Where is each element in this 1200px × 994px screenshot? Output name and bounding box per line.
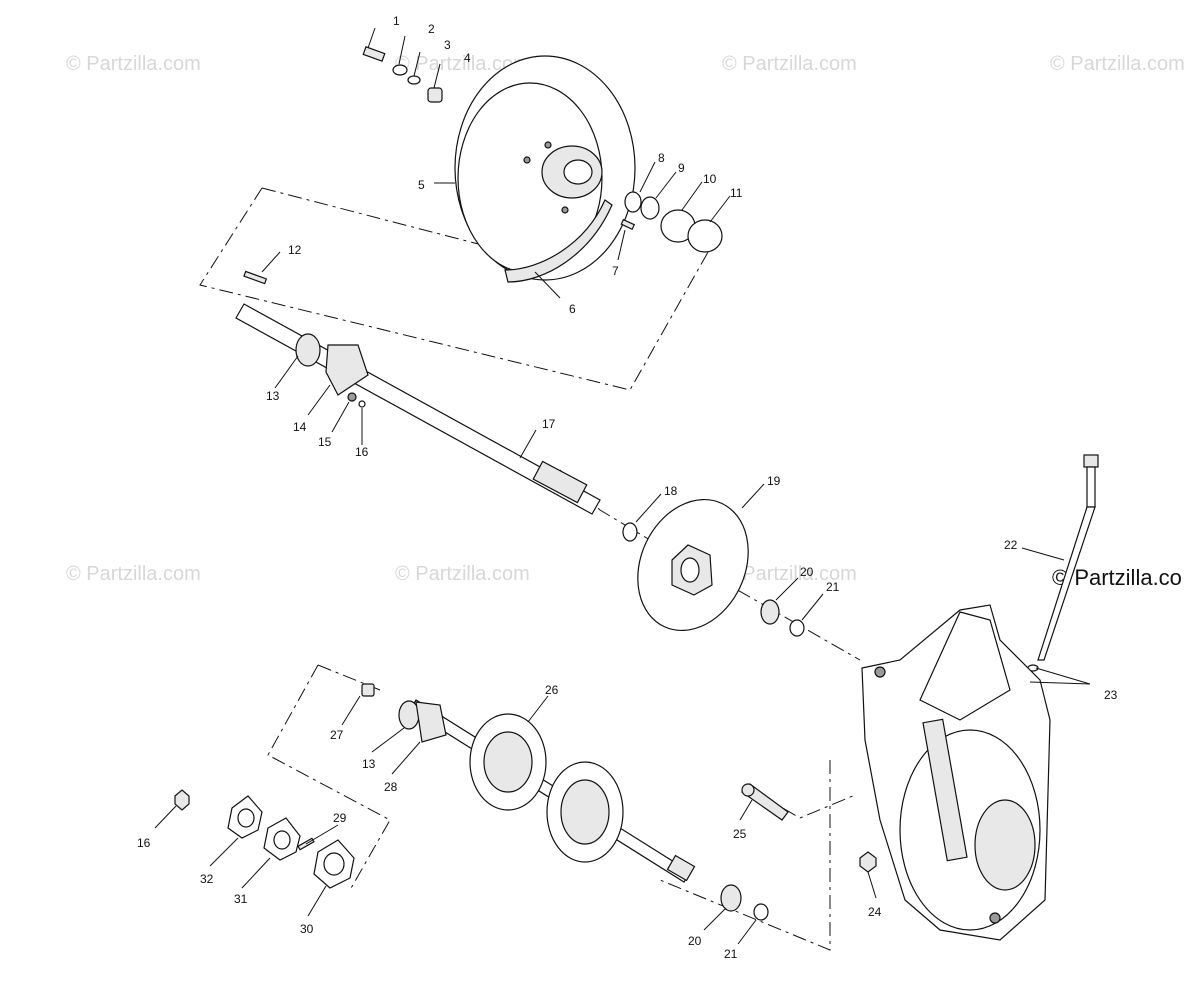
snap-ring: [622, 522, 638, 542]
watermark: © Partzilla.com: [66, 53, 201, 75]
callout-23: 23: [1104, 688, 1118, 702]
bolt-washer-stack: [362, 46, 443, 103]
callout-26: 26: [545, 683, 559, 697]
callout-1: 1: [393, 14, 400, 28]
callout-28: 28: [384, 780, 398, 794]
callout-12: 12: [288, 243, 302, 257]
callout-16: 16: [355, 445, 369, 459]
key-pin: [243, 270, 268, 285]
callout-11: 11: [730, 186, 743, 200]
callout-16-lower: 16: [137, 836, 151, 850]
callout-5: 5: [418, 178, 425, 192]
brake-disc: [637, 498, 749, 632]
callout-2: 2: [428, 22, 435, 36]
callout-7: 7: [612, 264, 619, 278]
callout-14: 14: [293, 420, 307, 434]
nut: [174, 789, 190, 811]
o-ring: [789, 619, 805, 637]
nut: [859, 851, 877, 873]
callout-9: 9: [678, 161, 685, 175]
bearing: [720, 884, 742, 912]
o-ring: [753, 903, 769, 921]
callout-10: 10: [703, 172, 717, 186]
callout-6: 6: [569, 302, 576, 316]
cap-screw: [361, 683, 375, 697]
callout-31: 31: [234, 892, 248, 906]
callout-17: 17: [542, 417, 556, 431]
washers-right: [620, 191, 723, 253]
watermark: © Partzilla.com: [395, 563, 530, 585]
watermark: © Partzilla.com: [722, 563, 857, 585]
drive-sprocket: [469, 713, 547, 811]
callout-25: 25: [733, 827, 747, 841]
watermark: © Partzilla.com: [722, 53, 857, 75]
chaincase-housing: [861, 604, 1051, 941]
callout-8: 8: [658, 151, 665, 165]
watermark: © Partzilla.com: [66, 563, 201, 585]
upper-shaft: [235, 303, 601, 515]
callout-30: 30: [300, 922, 314, 936]
callout-3: 3: [444, 38, 451, 52]
callout-19: 19: [767, 474, 781, 488]
lower-drive-shaft: [398, 699, 696, 883]
bearing: [760, 599, 780, 625]
drive-chain: [504, 199, 613, 283]
callout-20: 20: [800, 565, 814, 579]
dipstick: [1037, 454, 1099, 661]
callout-13-lower: 13: [362, 757, 376, 771]
callout-13: 13: [266, 389, 280, 403]
callout-15: 15: [318, 435, 332, 449]
watermark: © Partzilla.com: [395, 53, 530, 75]
leader-lines: [154, 27, 1091, 945]
boundary-lines: [199, 187, 861, 951]
callout-27: 27: [330, 728, 344, 742]
callout-20-lower: 20: [688, 934, 702, 948]
callout-24: 24: [868, 905, 882, 919]
callout-labels: 1 2 3 4 5 6 7 8 9 10 11 12 13 14 15 16 1…: [137, 14, 1118, 961]
housing-bolt: [741, 783, 789, 821]
drive-sprocket: [546, 761, 624, 863]
callout-22: 22: [1004, 538, 1018, 552]
bearing-flanges: [227, 795, 355, 889]
callout-21: 21: [826, 580, 840, 594]
callout-18: 18: [664, 484, 678, 498]
callout-29: 29: [333, 811, 347, 825]
callout-4: 4: [464, 51, 471, 65]
watermark: © Partzilla.com: [1050, 53, 1185, 75]
sprocket-pulley: [454, 55, 636, 281]
callout-21-lower: 21: [724, 947, 738, 961]
callout-32: 32: [200, 872, 214, 886]
watermarks: © Partzilla.com © Partzilla.com © Partzi…: [66, 53, 1185, 590]
